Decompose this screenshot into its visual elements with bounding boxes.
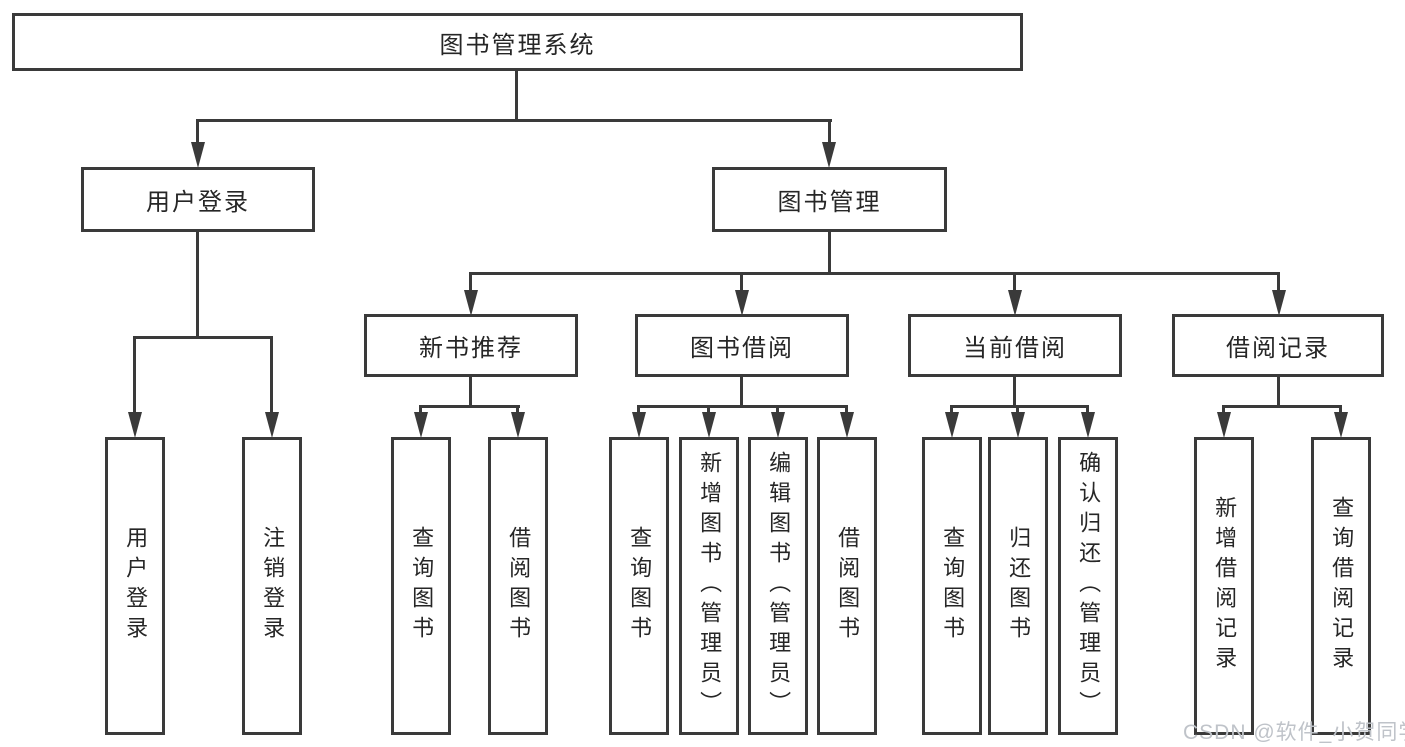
leaf-label: 查询借阅记录 [1329, 496, 1355, 676]
leaf-add-books-admin: 新增图书（管理员） [679, 437, 739, 735]
arrowhead-icon [945, 412, 959, 438]
node-book-borrowing: 图书借阅 [635, 314, 849, 377]
leaf-label: 查询图书 [627, 526, 653, 646]
connector-arrow-stem [516, 405, 519, 416]
connector-new-book-stem [469, 375, 472, 407]
arrowhead-icon [191, 142, 205, 168]
connector-arrow-stem [707, 405, 710, 416]
node-label: 图书管理 [777, 189, 882, 216]
node-library-management-system: 图书管理系统 [12, 13, 1023, 71]
leaf-query-books: 查询图书 [609, 437, 669, 735]
connector-user-login-stem [196, 231, 199, 339]
arrowhead-icon [464, 290, 478, 316]
leaf-user-login: 用户登录 [105, 437, 165, 735]
arrowhead-icon [1011, 412, 1025, 438]
leaf-label: 新增图书（管理员） [697, 451, 723, 721]
arrowhead-icon [414, 412, 428, 438]
connector-arrow-stem [270, 336, 273, 416]
leaf-confirm-return-admin: 确认归还（管理员） [1058, 437, 1118, 735]
node-borrowing-records: 借阅记录 [1172, 314, 1384, 377]
connector-arrow-stem [637, 405, 640, 416]
connector-user-login-hline [133, 336, 273, 339]
node-current-borrowing: 当前借阅 [908, 314, 1122, 377]
connector-book-mgmt-hline [470, 272, 1280, 275]
arrowhead-icon [840, 412, 854, 438]
arrowhead-icon [1217, 412, 1231, 438]
node-label: 新书推荐 [419, 335, 523, 362]
leaf-label: 归还图书 [1006, 526, 1032, 646]
connector-arrow-stem [950, 405, 953, 416]
connector-arrow-stem [1339, 405, 1342, 416]
leaf-label: 查询图书 [940, 526, 966, 646]
node-new-book-recommendation: 新书推荐 [364, 314, 578, 377]
connector-root-hline [196, 119, 832, 122]
connector-current-borrow-stem [1013, 375, 1016, 407]
leaf-label: 编辑图书（管理员） [766, 451, 792, 721]
leaf-label: 借阅图书 [506, 526, 532, 646]
connector-arrow-stem [1013, 272, 1016, 293]
connector-book-borrow-stem [740, 375, 743, 407]
connector-borrow-record-stem [1277, 375, 1280, 407]
connector-borrow-record-hline [1223, 405, 1342, 408]
connector-arrow-stem [1086, 405, 1089, 416]
leaf-label: 用户登录 [123, 526, 149, 646]
arrowhead-icon [1081, 412, 1095, 438]
arrowhead-icon [632, 412, 646, 438]
node-label: 图书借阅 [690, 335, 794, 362]
arrowhead-icon [1008, 290, 1022, 316]
connector-arrow-stem [776, 405, 779, 416]
node-user-login: 用户登录 [81, 167, 315, 232]
connector-arrow-stem [133, 336, 136, 416]
connector-arrow-stem [469, 272, 472, 293]
arrowhead-icon [1334, 412, 1348, 438]
node-label: 当前借阅 [963, 335, 1067, 362]
arrowhead-icon [702, 412, 716, 438]
leaf-add-borrow-record: 新增借阅记录 [1194, 437, 1254, 735]
leaf-logout: 注销登录 [242, 437, 302, 735]
arrowhead-icon [735, 290, 749, 316]
arrowhead-icon [511, 412, 525, 438]
node-label: 借阅记录 [1226, 335, 1330, 362]
leaf-label: 注销登录 [260, 526, 286, 646]
leaf-label: 查询图书 [409, 526, 435, 646]
leaf-query-borrow-record: 查询借阅记录 [1311, 437, 1371, 735]
connector-arrow-stem [1016, 405, 1019, 416]
arrowhead-icon [822, 142, 836, 168]
leaf-query-books: 查询图书 [922, 437, 982, 735]
connector-arrow-stem [740, 272, 743, 293]
connector-arrow-stem [828, 119, 831, 146]
csdn-watermark: CSDN @软件_小贺同学 [1183, 721, 1405, 744]
leaf-query-books: 查询图书 [391, 437, 451, 735]
node-label: 图书管理系统 [439, 31, 596, 59]
leaf-return-books: 归还图书 [988, 437, 1048, 735]
connector-book-mgmt-stem [828, 231, 831, 275]
connector-arrow-stem [1222, 405, 1225, 416]
leaf-edit-books-admin: 编辑图书（管理员） [748, 437, 808, 735]
arrowhead-icon [128, 412, 142, 438]
leaf-borrow-books: 借阅图书 [817, 437, 877, 735]
node-book-management: 图书管理 [712, 167, 947, 232]
node-label: 用户登录 [146, 189, 250, 216]
leaf-label: 新增借阅记录 [1212, 496, 1238, 676]
arrowhead-icon [265, 412, 279, 438]
connector-root-stem [515, 70, 518, 122]
leaf-label: 确认归还（管理员） [1076, 451, 1102, 721]
connector-new-book-hline [420, 405, 520, 408]
connector-arrow-stem [845, 405, 848, 416]
leaf-label: 借阅图书 [835, 526, 861, 646]
arrowhead-icon [771, 412, 785, 438]
connector-arrow-stem [419, 405, 422, 416]
connector-current-borrow-hline [951, 405, 1089, 408]
connector-arrow-stem [196, 119, 199, 146]
arrowhead-icon [1272, 290, 1286, 316]
connector-book-borrow-hline [638, 405, 848, 408]
connector-arrow-stem [1277, 272, 1280, 293]
leaf-borrow-books: 借阅图书 [488, 437, 548, 735]
